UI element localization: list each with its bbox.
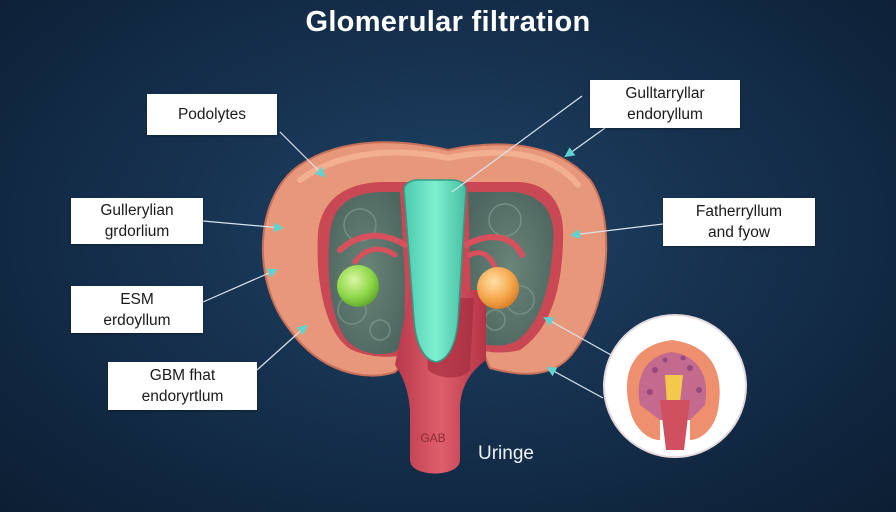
label-text: endoryllum (627, 106, 703, 123)
label-esm: ESM erdoyllum (71, 286, 203, 333)
label-text: grdorlium (104, 223, 170, 240)
label-text: and fyow (707, 224, 771, 241)
label-text: endoryrtlum (141, 388, 224, 405)
label-text: Gullerylian (100, 202, 174, 219)
central-tube (403, 179, 467, 363)
label-text: erdoyllum (103, 311, 171, 329)
label-fatherryllum: Fatherryllum and fyow (663, 198, 815, 246)
capsule-highlight (297, 149, 581, 188)
diagram-title: Glomerular filtration (305, 6, 591, 38)
orange-sphere (477, 267, 519, 309)
label-gulltarryllar: Gulltarryllar endoryllum (590, 80, 740, 128)
label-text: Gulltarryllar (625, 85, 705, 102)
tube-text: GAB (420, 431, 445, 445)
label-gbm: GBM fhat endoryrtlum (108, 362, 257, 410)
label-text: GBM fhat (149, 367, 216, 384)
label-text: Podolytes (177, 106, 247, 123)
inset-magnification (603, 314, 747, 458)
urine-label: Uringe (478, 443, 534, 464)
right-arteriole (463, 234, 525, 258)
left-arteriole (337, 232, 408, 253)
label-podocytes: Podolytes (147, 94, 277, 135)
green-sphere (337, 265, 379, 307)
label-gullerylian: Gullerylian grdorlium (71, 198, 203, 244)
label-text: Fatherryllum (695, 203, 783, 220)
label-text: ESM (120, 290, 154, 308)
